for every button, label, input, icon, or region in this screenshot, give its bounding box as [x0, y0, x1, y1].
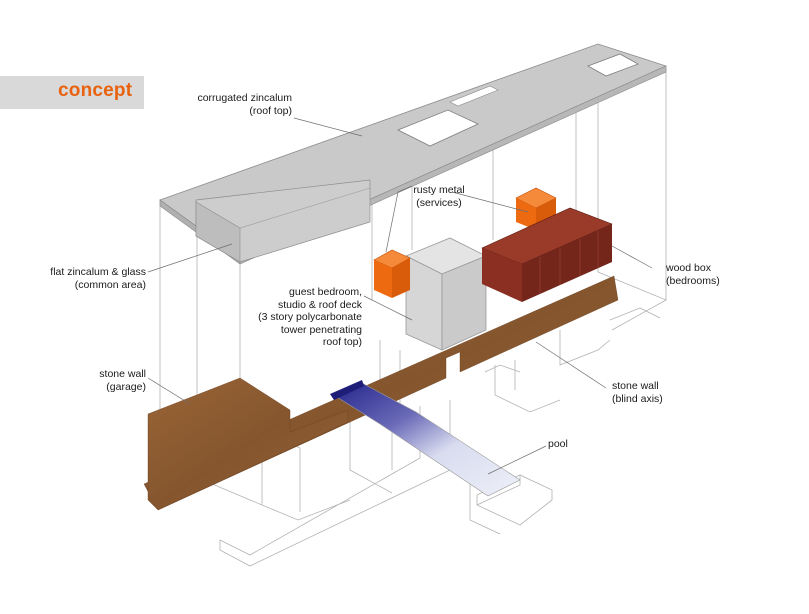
pool [330, 380, 521, 497]
label-stone-wall-blind-axis: stone wall (blind axis) [612, 380, 663, 405]
label-pool: pool [548, 438, 568, 450]
polycarbonate-tower [405, 237, 487, 351]
wood-box [481, 207, 613, 302]
page-title: concept [58, 80, 133, 101]
label-roof: corrugated zincalum (roof top) [197, 92, 292, 117]
wireframe-lines [159, 48, 667, 567]
label-services: rusty metal (services) [413, 184, 465, 209]
header-band [0, 76, 144, 109]
label-wood-box: wood box (bedrooms) [666, 262, 720, 287]
common-area-box [195, 179, 371, 263]
label-stone-wall-garage: stone wall (garage) [99, 368, 146, 393]
stone-wall-garage [147, 377, 349, 511]
label-common-area: flat zincalum & glass (common area) [50, 266, 146, 291]
label-guest-tower: guest bedroom, studio & roof deck (3 sto… [258, 286, 362, 348]
leader-lines [147, 117, 653, 475]
rusty-metal-boxes [373, 187, 557, 298]
